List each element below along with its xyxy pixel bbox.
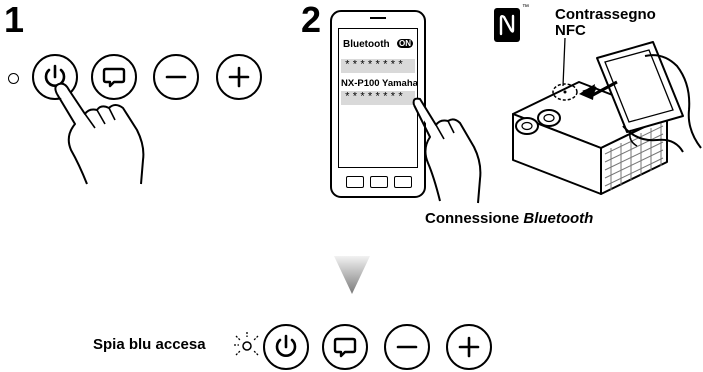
hand-tapping-icon xyxy=(412,97,482,204)
phone-back-key[interactable] xyxy=(346,176,364,188)
phone-speaker xyxy=(370,17,386,19)
volume-down-button[interactable] xyxy=(153,54,199,100)
phone-bluetooth-toggle[interactable]: ON xyxy=(397,39,413,48)
phone-list-row-1[interactable]: ******** xyxy=(341,59,415,73)
nfc-icon xyxy=(494,8,520,42)
step-1-indicator-light xyxy=(8,73,19,84)
phone-list-row-3-text: ******** xyxy=(344,92,405,104)
result-power-button[interactable] xyxy=(263,324,309,370)
plus-icon xyxy=(458,336,480,358)
minus-icon xyxy=(396,345,418,349)
minus-icon xyxy=(165,75,187,79)
caption-prefix: Connessione xyxy=(425,210,524,227)
lit-indicator-icon xyxy=(234,332,259,356)
power-button[interactable] xyxy=(32,54,78,100)
result-volume-down-button[interactable] xyxy=(384,324,430,370)
hand-pressing-icon xyxy=(54,82,145,185)
speech-bubble-icon xyxy=(333,337,357,358)
phone-device-name[interactable]: NX-P100 Yamaha xyxy=(341,78,418,89)
smartphone: Bluetooth ON ******** NX-P100 Yamaha ***… xyxy=(330,10,426,198)
phone-list-row-1-text: ******** xyxy=(344,60,405,72)
result-voice-button[interactable] xyxy=(322,324,368,370)
phone-bluetooth-header: Bluetooth xyxy=(343,39,390,50)
plus-icon xyxy=(228,66,250,88)
step-2-number: 2 xyxy=(301,0,322,40)
indicator-label: Spia blu accesa xyxy=(93,336,206,353)
nfc-tag-label-line2: NFC xyxy=(555,22,586,39)
phone-list-row-3[interactable]: ******** xyxy=(341,91,415,105)
power-icon xyxy=(44,64,66,87)
speaker-nfc-illustration xyxy=(512,37,702,195)
phone-menu-key[interactable] xyxy=(394,176,412,188)
phone-screen: Bluetooth ON ******** NX-P100 Yamaha ***… xyxy=(338,28,418,168)
phone-home-key[interactable] xyxy=(370,176,388,188)
bluetooth-connection-caption: Connessione Bluetooth xyxy=(425,210,593,227)
speech-bubble-icon xyxy=(102,67,126,88)
volume-up-button[interactable] xyxy=(216,54,262,100)
voice-button[interactable] xyxy=(91,54,137,100)
speaker-grille xyxy=(604,123,664,190)
nfc-trademark: ™ xyxy=(522,4,529,11)
nfc-tag-label-line1: Contrassegno xyxy=(555,6,656,23)
power-icon xyxy=(275,334,297,357)
down-arrow-icon xyxy=(334,256,370,294)
result-volume-up-button[interactable] xyxy=(446,324,492,370)
caption-bluetooth: Bluetooth xyxy=(523,210,594,227)
step-1-number: 1 xyxy=(4,0,25,40)
